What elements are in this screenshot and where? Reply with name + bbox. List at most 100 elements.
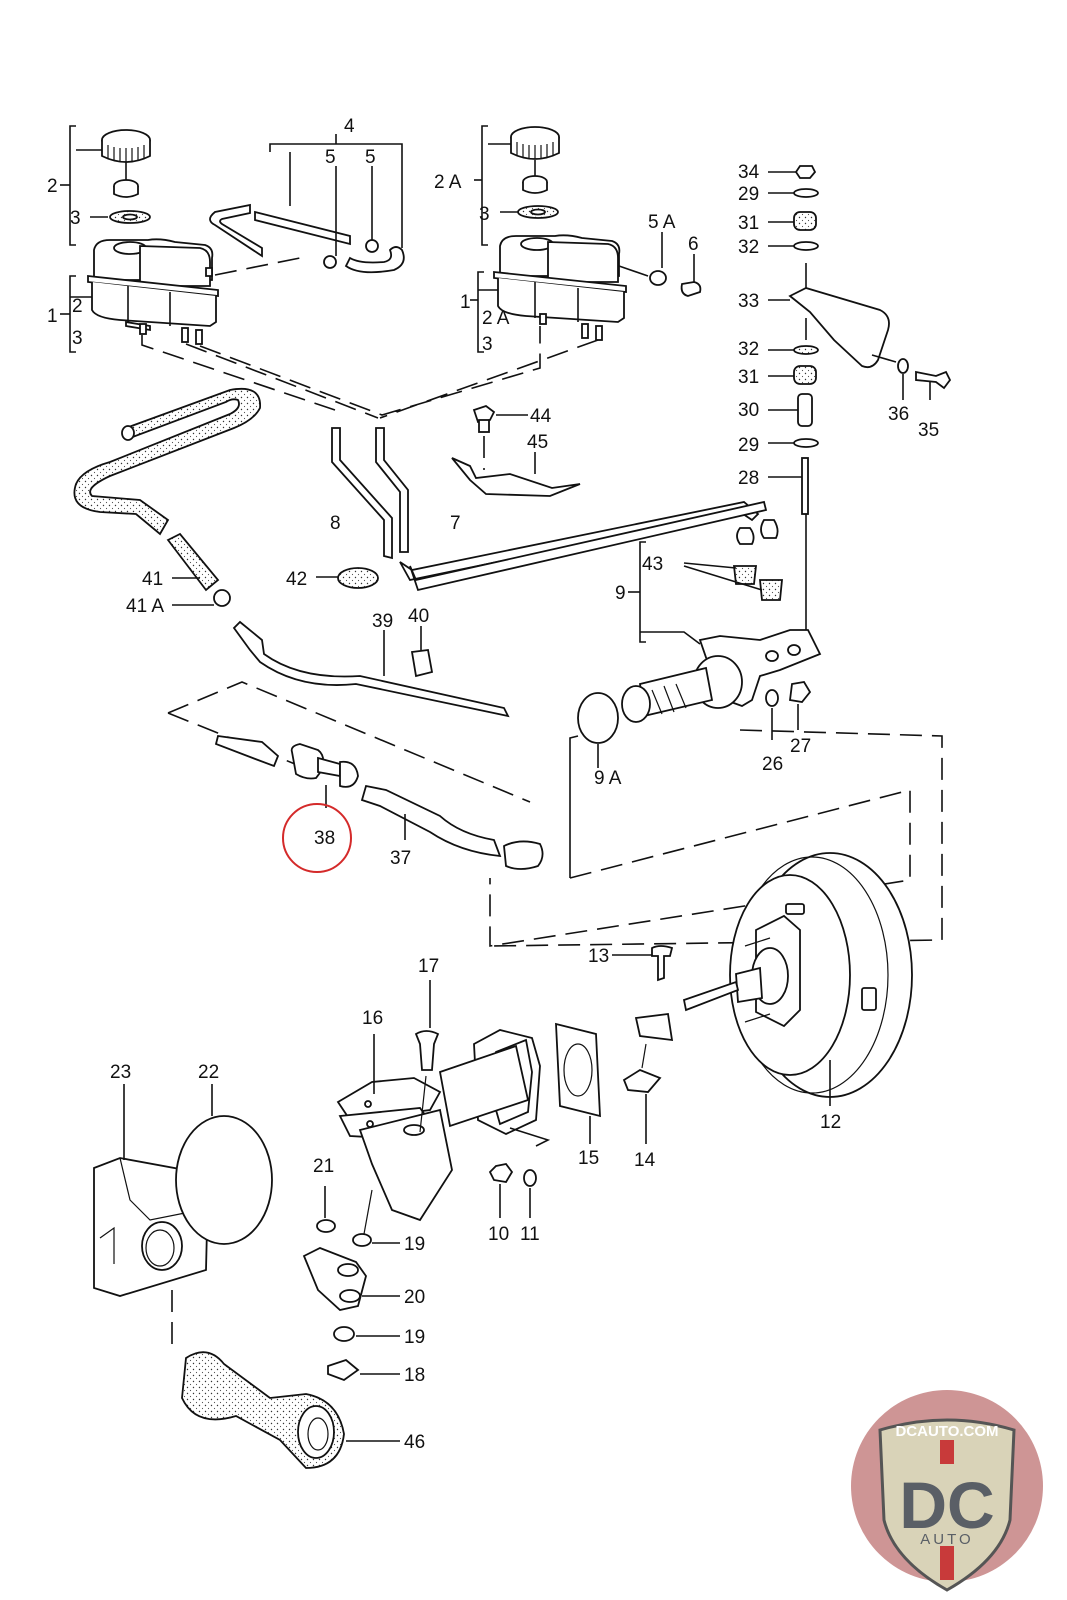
logo-site-text: DCAUTO.COM	[895, 1423, 998, 1440]
washer-26	[765, 689, 779, 707]
clip-40	[410, 649, 434, 678]
logo-letters: DC	[899, 1468, 994, 1542]
dcauto-watermark-logo: DCAUTO.COM DC AUTO	[851, 1390, 1043, 1592]
bolt-35	[915, 370, 952, 390]
spring-clip-14	[622, 1068, 662, 1093]
label-29: 29	[738, 435, 759, 456]
label-16: 16	[362, 1008, 383, 1029]
label-42: 42	[286, 569, 307, 590]
label-15: 15	[578, 1148, 599, 1169]
clip-18	[327, 1358, 360, 1382]
label-45: 45	[527, 432, 548, 453]
label-41a: 41 A	[126, 596, 164, 617]
nut-27	[788, 681, 812, 703]
cylinder-housing	[438, 1044, 530, 1128]
label-18: 18	[404, 1365, 425, 1386]
label-13: 13	[588, 946, 609, 967]
reservoir-right	[470, 125, 649, 353]
clamp-41a	[213, 589, 231, 607]
label-21: 21	[313, 1156, 334, 1177]
label-14: 14	[634, 1150, 656, 1171]
label-46: 46	[404, 1432, 425, 1453]
reservoir-tank-left	[87, 238, 219, 345]
o-ring-9a	[577, 692, 619, 744]
label-36: 36	[888, 404, 909, 425]
label-44: 44	[530, 406, 552, 427]
label-41: 41	[142, 569, 163, 590]
bracket-45	[451, 457, 581, 497]
mount-bracket-stack	[768, 165, 952, 640]
label-28: 28	[738, 468, 759, 489]
bolt-44	[472, 404, 496, 424]
clamp-22	[175, 1115, 273, 1245]
label-29: 29	[738, 184, 759, 205]
part-labels: 2 3 1 2 3 4 5 5 2 A 3 1 2 A 3 5 A 6 34 2…	[47, 116, 939, 1453]
label-9a: 9 A	[594, 768, 622, 789]
pin-17	[414, 1030, 440, 1071]
gasket-15	[555, 1022, 601, 1118]
logo-shield	[878, 1418, 1016, 1592]
hose-clamp	[323, 255, 337, 269]
nut-34	[794, 165, 817, 179]
clamp-5a	[649, 270, 667, 286]
master-cylinder	[569, 541, 822, 878]
highlight-circle-38	[282, 803, 352, 873]
line-37-fitting	[503, 840, 544, 870]
brake-booster	[682, 852, 913, 1098]
label-7: 7	[450, 513, 461, 534]
reservoir-left	[60, 125, 219, 353]
label-11: 11	[520, 1224, 540, 1245]
fitting-38-b	[339, 760, 359, 788]
pedal-bracket-16	[336, 1029, 541, 1222]
reservoir-seal-43	[732, 565, 758, 585]
hose-41	[166, 532, 220, 592]
plug-6	[680, 281, 702, 297]
label-22: 22	[198, 1062, 219, 1083]
hose-clamp	[365, 239, 379, 253]
bushing-19-lower	[333, 1326, 355, 1342]
label-1: 1	[47, 306, 58, 327]
label-23: 23	[110, 1062, 131, 1083]
clutch-line-39	[232, 620, 510, 718]
label-35: 35	[918, 420, 939, 441]
nut-10	[488, 1163, 514, 1183]
grommet-42	[337, 567, 379, 589]
logo-stripe-top	[940, 1440, 954, 1464]
label-19: 19	[404, 1327, 425, 1348]
label-1: 1	[460, 292, 471, 313]
label-5: 5	[325, 147, 336, 168]
hose-set-4	[209, 134, 405, 276]
label-5a: 5 A	[648, 212, 676, 233]
label-10: 10	[488, 1224, 509, 1245]
reservoir-seal-43	[759, 579, 783, 601]
label-3: 3	[72, 328, 83, 349]
label-9: 9	[615, 583, 626, 604]
reservoir-cap-left	[101, 129, 151, 198]
label-31: 31	[738, 367, 759, 388]
label-19: 19	[404, 1234, 425, 1255]
bracket-33	[788, 287, 890, 369]
clevis	[634, 1012, 674, 1042]
label-32: 32	[738, 237, 759, 258]
label-31: 31	[738, 213, 759, 234]
label-2: 2	[72, 296, 83, 317]
logo-stripe-bottom	[940, 1546, 954, 1580]
label-4: 4	[344, 116, 355, 137]
label-43: 43	[642, 554, 663, 575]
washer-36	[897, 358, 909, 374]
label-2a: 2 A	[482, 308, 510, 329]
label-30: 30	[738, 400, 759, 421]
label-37: 37	[390, 848, 411, 869]
label-12: 12	[820, 1112, 841, 1133]
label-27: 27	[790, 736, 811, 757]
bushing-21	[316, 1219, 336, 1233]
label-40: 40	[408, 606, 429, 627]
pipe-end	[214, 734, 280, 768]
label-17: 17	[418, 956, 439, 977]
label-39: 39	[372, 611, 393, 632]
clutch-line-37	[360, 784, 502, 858]
brake-lines-7-8	[331, 427, 779, 592]
label-2a: 2 A	[434, 172, 462, 193]
label-8: 8	[330, 513, 341, 534]
